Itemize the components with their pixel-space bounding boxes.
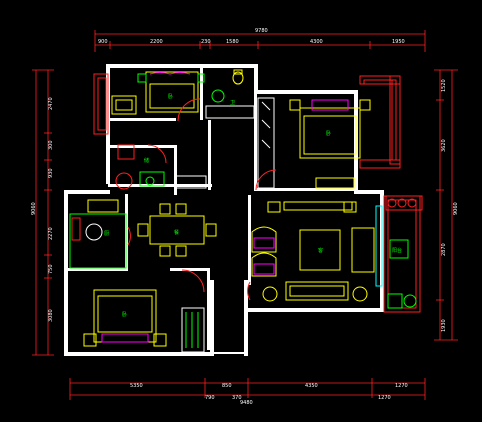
dim-left-seg-1: 2470 — [48, 97, 54, 110]
dim-bottom-seg-2: 850 — [222, 383, 232, 389]
dim-bottom-seg-4: 1270 — [395, 383, 408, 389]
dim-top-seg-5: 4300 — [310, 39, 323, 45]
room-label-dining: 餐 — [174, 229, 179, 236]
living-room: 客 — [251, 201, 383, 302]
dim-left-seg-3: 930 — [48, 168, 54, 178]
dim-right-total: 9060 — [453, 202, 459, 215]
dim-bottom-sub-3: 1270 — [378, 395, 391, 401]
room-label-bedroom-bottom: 卧 — [122, 311, 127, 318]
room-label-bedroom-top: 卧 — [168, 93, 173, 100]
room-label-storage: 储 — [144, 157, 149, 164]
dim-right-seg-4: 1930 — [441, 319, 447, 332]
dimension-left: 9060 2470 300 930 2270 750 3080 — [31, 69, 54, 356]
room-label-bathroom: 卫 — [230, 100, 235, 106]
dim-left-seg-4: 2270 — [48, 227, 54, 240]
dim-top-seg-3: 230 — [201, 39, 211, 45]
dim-left-seg-6: 3080 — [48, 309, 54, 322]
dim-bottom-seg-1: 5350 — [130, 383, 143, 389]
dim-right-seg-3: 2870 — [441, 243, 447, 256]
dim-bottom-sub-1: 790 — [205, 395, 215, 401]
dim-top-seg-2: 2200 — [150, 39, 163, 45]
bathroom-top: 卫 — [205, 69, 255, 119]
balcony: 阳台 — [383, 195, 423, 313]
dim-top-total: 9780 — [255, 28, 268, 34]
room-label-master: 卧 — [326, 130, 331, 137]
dimension-bottom: 5350 850 4350 1270 790 370 1270 9480 — [69, 378, 426, 406]
room-label-kitchen: 厨 — [104, 231, 109, 237]
dimension-top: 9780 900 2200 230 1580 4300 1950 — [94, 28, 426, 52]
dim-left-total: 9060 — [31, 202, 37, 215]
bedroom-bottom: 卧 — [83, 269, 205, 353]
dim-top-seg-6: 1950 — [392, 39, 405, 45]
room-label-balcony: 阳台 — [392, 247, 402, 254]
dim-right-seg-2: 3620 — [441, 139, 447, 152]
dim-bottom-sub-2: 370 — [232, 395, 242, 401]
dim-right-seg-1: 1520 — [441, 79, 447, 92]
dim-top-seg-4: 1580 — [226, 39, 239, 45]
door-swings — [127, 226, 251, 301]
dim-top-seg-1: 900 — [98, 39, 108, 45]
kitchen-lower: 厨 — [69, 199, 127, 269]
dim-left-seg-5: 750 — [48, 264, 54, 274]
bay-windows — [93, 73, 401, 169]
room-label-living: 客 — [318, 247, 323, 254]
dim-left-seg-2: 300 — [48, 140, 54, 150]
bedroom-top-left: 卧 — [111, 71, 205, 122]
master-bedroom: 卧 — [255, 97, 371, 191]
dim-bottom-total: 9480 — [240, 400, 253, 406]
dining-area: 餐 — [137, 203, 217, 257]
dimension-right: 1520 3620 2870 1930 9060 — [434, 69, 459, 341]
kitchen-area: 储 — [115, 144, 207, 190]
dim-bottom-seg-3: 4350 — [305, 383, 318, 389]
